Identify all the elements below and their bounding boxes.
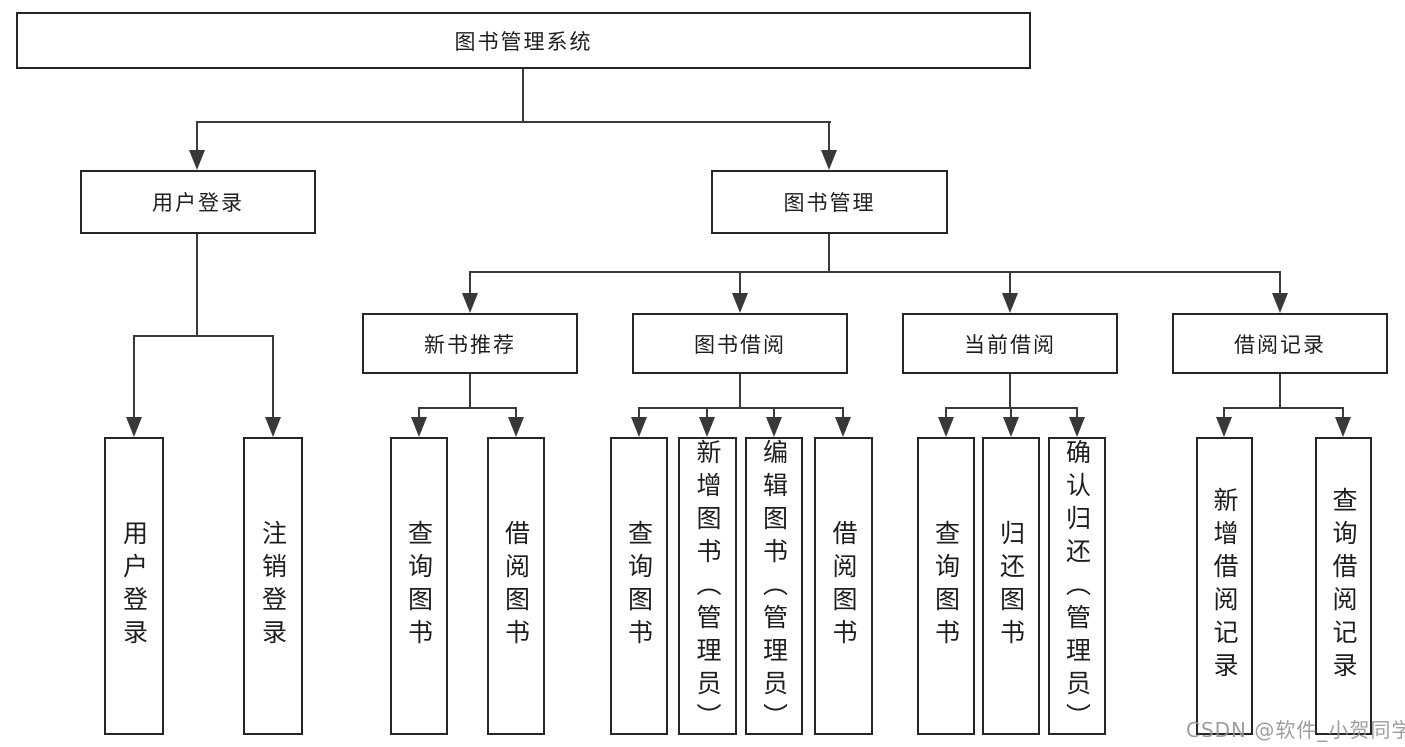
leaf-logout: 注销登录	[243, 437, 303, 735]
node-current-borrowing: 当前借阅	[902, 313, 1118, 374]
arrowhead-borrow-add	[699, 417, 715, 437]
connector-mgmt-drop-3	[1009, 271, 1011, 295]
leaf-edit-book-admin: 编辑图书（管理员）	[745, 437, 803, 735]
connector-root-hbar	[196, 121, 831, 123]
connector-recommend-drop-2	[515, 407, 517, 419]
arrowhead-to-leaf-user-login	[126, 417, 142, 437]
connector-recommend-stem	[469, 374, 471, 409]
leaf-borrow-books: 借阅图书	[814, 437, 873, 735]
leaf-current-query-books: 查询图书	[917, 437, 975, 735]
arrowhead-to-book-borrowing	[732, 293, 748, 313]
connector-login-stem	[196, 234, 198, 337]
connector-borrow-drop-4	[842, 407, 844, 419]
connector-mgmt-drop-1	[469, 271, 471, 295]
connector-current-stem	[1009, 374, 1011, 409]
arrowhead-records-add	[1216, 417, 1232, 437]
arrowhead-current-return	[1003, 417, 1019, 437]
arrowhead-recommend-query	[411, 417, 427, 437]
leaf-user-login: 用户登录	[104, 437, 164, 735]
arrowhead-to-borrowing-records	[1272, 293, 1288, 313]
connector-records-drop-2	[1342, 407, 1344, 419]
leaf-recommend-query-books: 查询图书	[390, 437, 448, 735]
connector-records-hbar	[1223, 407, 1344, 409]
connector-mgmt-stem	[828, 234, 830, 273]
arrowhead-to-leaf-logout	[265, 417, 281, 437]
arrowhead-to-book-management	[821, 150, 837, 170]
arrowhead-borrow-edit	[766, 417, 782, 437]
arrowhead-recommend-borrow	[508, 417, 524, 437]
connector-borrow-hbar	[638, 407, 844, 409]
node-book-borrowing: 图书借阅	[632, 313, 848, 374]
connector-borrow-stem	[739, 374, 741, 409]
arrowhead-current-confirm	[1069, 417, 1085, 437]
node-new-book-recommendation: 新书推荐	[362, 313, 578, 374]
connector-root-drop-left	[196, 121, 198, 152]
connector-borrow-drop-2	[706, 407, 708, 419]
connector-current-drop-3	[1076, 407, 1078, 419]
arrowhead-to-current-borrowing	[1002, 293, 1018, 313]
connector-mgmt-hbar	[469, 271, 1281, 273]
connector-recommend-drop-1	[418, 407, 420, 419]
leaf-recommend-borrow-books: 借阅图书	[487, 437, 545, 735]
connector-login-drop-2	[272, 335, 274, 419]
connector-mgmt-drop-4	[1279, 271, 1281, 295]
connector-root-stem	[522, 69, 524, 123]
connector-borrow-drop-1	[638, 407, 640, 419]
arrowhead-current-query	[938, 417, 954, 437]
arrowhead-records-query	[1335, 417, 1351, 437]
connector-root-drop-right	[828, 121, 830, 152]
leaf-borrow-query-books: 查询图书	[610, 437, 668, 735]
leaf-query-borrow-record: 查询借阅记录	[1315, 437, 1372, 735]
connector-current-drop-2	[1010, 407, 1012, 419]
connector-records-stem	[1279, 374, 1281, 409]
connector-login-drop-1	[133, 335, 135, 419]
leaf-add-book-admin: 新增图书（管理员）	[678, 437, 737, 735]
connector-mgmt-drop-2	[739, 271, 741, 295]
connector-recommend-hbar	[418, 407, 517, 409]
leaf-add-borrow-record: 新增借阅记录	[1196, 437, 1253, 735]
arrowhead-to-new-book-recommendation	[462, 293, 478, 313]
connector-borrow-drop-3	[773, 407, 775, 419]
connector-login-hbar	[133, 335, 274, 337]
node-root-library-management-system: 图书管理系统	[16, 12, 1031, 69]
leaf-confirm-return-admin: 确认归还（管理员）	[1048, 437, 1106, 735]
csdn-watermark: CSDN @软件_小贺同学	[1186, 718, 1405, 742]
connector-current-drop-1	[945, 407, 947, 419]
node-borrowing-records: 借阅记录	[1172, 313, 1388, 374]
arrowhead-borrow-borrow	[835, 417, 851, 437]
arrowhead-to-user-login	[189, 150, 205, 170]
node-book-management: 图书管理	[711, 170, 948, 234]
connector-records-drop-1	[1223, 407, 1225, 419]
node-user-login: 用户登录	[80, 170, 316, 234]
leaf-return-books: 归还图书	[982, 437, 1040, 735]
arrowhead-borrow-query	[631, 417, 647, 437]
